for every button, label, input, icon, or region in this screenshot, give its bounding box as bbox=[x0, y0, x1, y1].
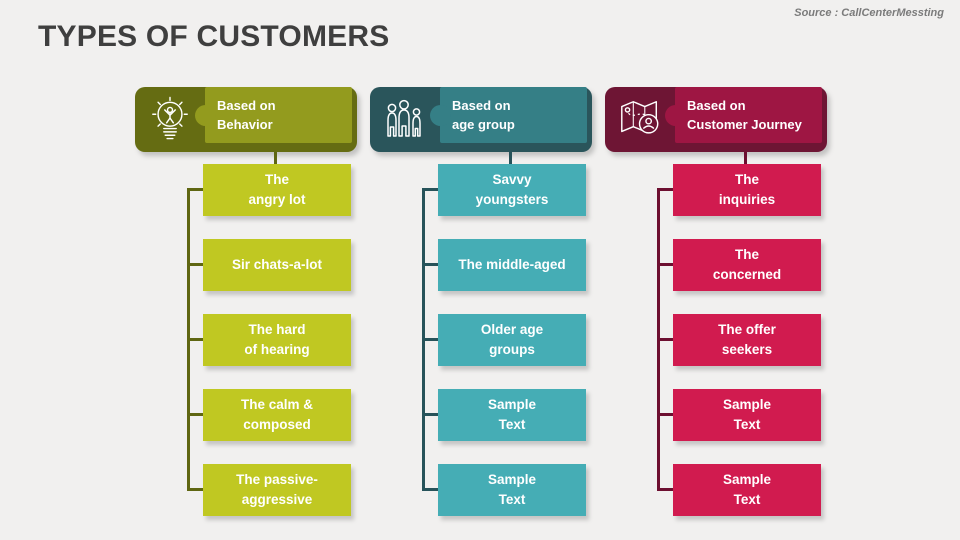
customer-type-box: Savvy youngsters bbox=[438, 164, 586, 216]
connector-branch bbox=[187, 488, 203, 491]
connector-branch bbox=[422, 263, 438, 266]
category-header-label: Based on Customer Journey bbox=[687, 98, 802, 132]
connector-branch bbox=[187, 413, 203, 416]
customer-type-box: Sir chats-a-lot bbox=[203, 239, 351, 291]
idea-bulb-icon bbox=[146, 94, 194, 144]
connector-branch bbox=[657, 263, 673, 266]
customer-type-box: Sample Text bbox=[438, 389, 586, 441]
category-header-behavior: Based on Behavior bbox=[135, 87, 357, 152]
connector-header-stub bbox=[744, 152, 747, 164]
customer-type-box: The calm & composed bbox=[203, 389, 351, 441]
category-header-tab: Based on Behavior bbox=[195, 87, 352, 143]
connector-branch bbox=[657, 488, 673, 491]
customer-type-box: The concerned bbox=[673, 239, 821, 291]
column-behavior: Based on Behavior The angry lot Sir chat… bbox=[135, 87, 357, 519]
source-credit: Source : CallCenterMessting bbox=[794, 7, 944, 19]
customer-type-box: The offer seekers bbox=[673, 314, 821, 366]
category-header-tab: Based on age group bbox=[430, 87, 587, 143]
connector-branch bbox=[657, 413, 673, 416]
connector-header-stub bbox=[509, 152, 512, 164]
category-header-tab: Based on Customer Journey bbox=[665, 87, 822, 143]
customer-type-box: The angry lot bbox=[203, 164, 351, 216]
connector-branch bbox=[422, 338, 438, 341]
customer-type-box: Sample Text bbox=[673, 464, 821, 516]
connector-branch bbox=[422, 488, 438, 491]
customer-type-box: The middle-aged bbox=[438, 239, 586, 291]
connector-header-stub bbox=[274, 152, 277, 164]
category-header-customer-journey: Based on Customer Journey bbox=[605, 87, 827, 152]
connector-branch bbox=[422, 413, 438, 416]
connector-branch bbox=[187, 263, 203, 266]
connector-branch bbox=[187, 338, 203, 341]
category-header-age-group: Based on age group bbox=[370, 87, 592, 152]
customer-type-box: Sample Text bbox=[438, 464, 586, 516]
connector-branch bbox=[657, 338, 673, 341]
customer-type-box: Older age groups bbox=[438, 314, 586, 366]
column-age-group: Based on age group Savvy youngsters The … bbox=[370, 87, 592, 519]
category-header-label: Based on age group bbox=[452, 98, 515, 132]
connector-branch bbox=[422, 188, 438, 191]
customer-type-box: Sample Text bbox=[673, 389, 821, 441]
family-age-groups-icon bbox=[381, 94, 429, 144]
customer-type-box: The passive- aggressive bbox=[203, 464, 351, 516]
customer-type-box: The hard of hearing bbox=[203, 314, 351, 366]
column-customer-journey: Based on Customer Journey The inquiries … bbox=[605, 87, 827, 519]
connector-branch bbox=[657, 188, 673, 191]
connector-branch bbox=[187, 188, 203, 191]
customer-journey-map-icon bbox=[616, 94, 664, 144]
customer-type-box: The inquiries bbox=[673, 164, 821, 216]
page-title: TYPES OF CUSTOMERS bbox=[38, 20, 390, 53]
category-header-label: Based on Behavior bbox=[217, 98, 276, 132]
